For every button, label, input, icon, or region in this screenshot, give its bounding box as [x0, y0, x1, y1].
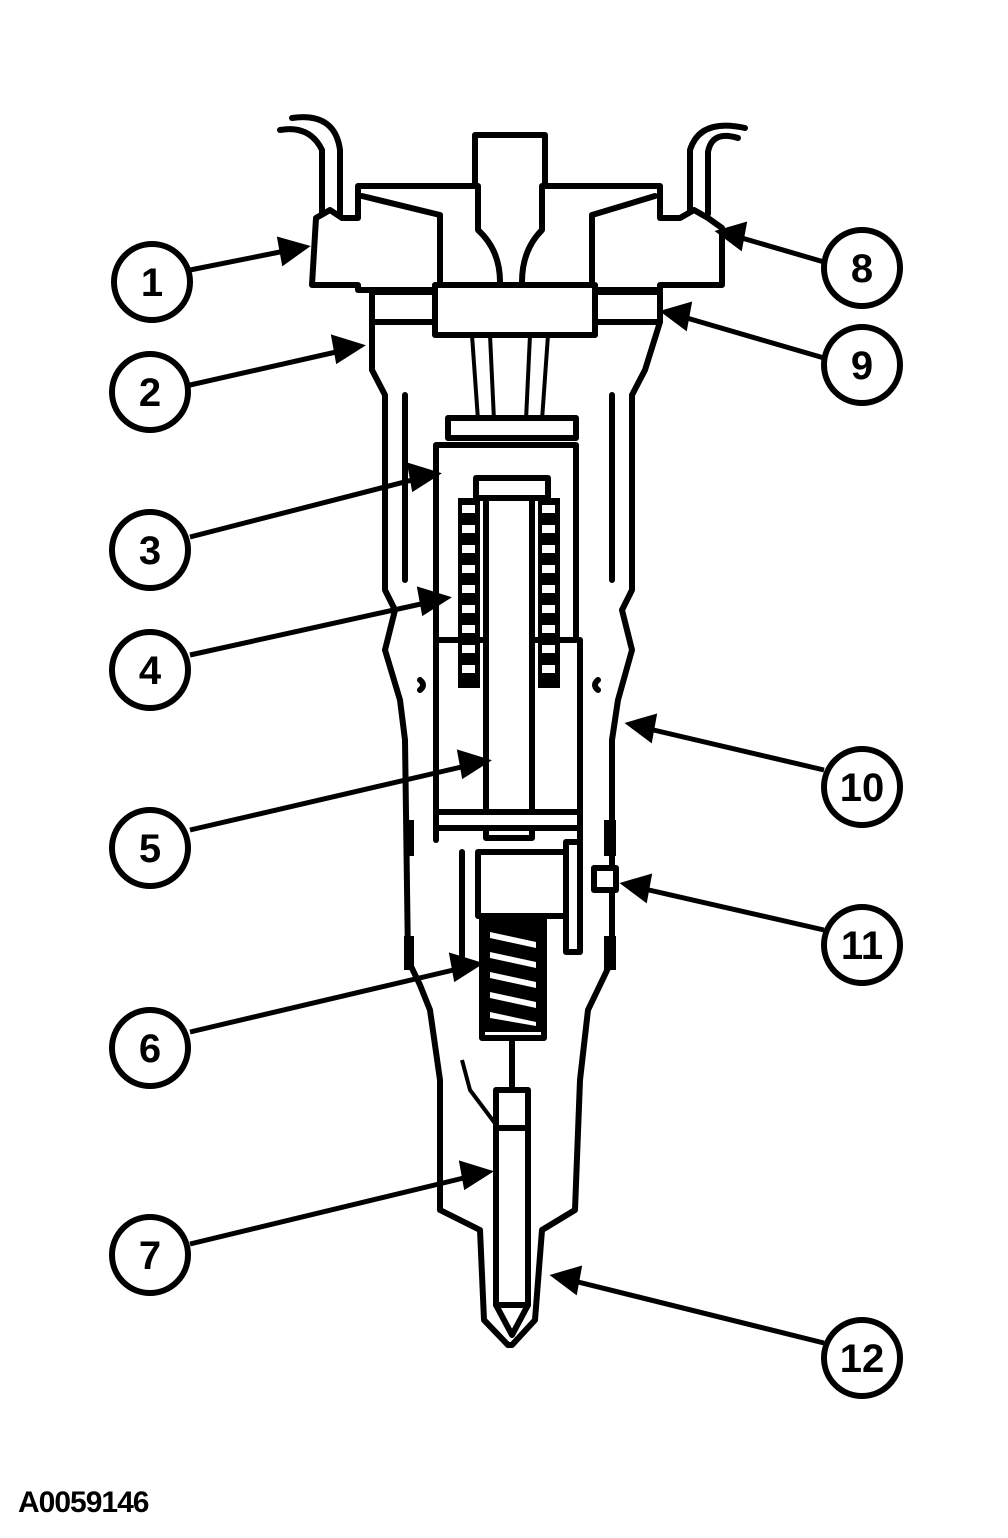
body-o-ring-right [604, 820, 616, 856]
svg-text:1: 1 [141, 261, 163, 305]
svg-text:12: 12 [840, 1337, 885, 1381]
callout-2: 2 [109, 351, 191, 433]
svg-text:9: 9 [851, 344, 873, 388]
body-o-ring-right-low [604, 936, 616, 970]
spring-coils [462, 505, 555, 673]
svg-text:7: 7 [139, 1234, 161, 1278]
left-lead-wire [277, 126, 325, 217]
cap-inner-right [589, 193, 658, 288]
arrow-1 [189, 236, 311, 273]
callout-5: 5 [109, 807, 191, 889]
callout-1: 1 [111, 241, 193, 323]
cap-inner-left [359, 193, 443, 288]
callout-10: 10 [821, 746, 903, 828]
svg-text:5: 5 [139, 827, 161, 871]
callout-4: 4 [109, 629, 191, 711]
body-o-ring-left [404, 820, 414, 856]
arrow-3 [189, 462, 442, 540]
body-o-ring-upper [417, 677, 601, 693]
nozzle-tip [493, 1302, 531, 1338]
arrow-10 [624, 713, 825, 773]
arrow-5 [189, 749, 492, 833]
right-lead-wire-inner [705, 132, 741, 217]
arrow-11 [619, 873, 825, 933]
callout-7: 7 [109, 1214, 191, 1296]
plunger-ring [433, 809, 583, 831]
svg-text:4: 4 [139, 649, 162, 693]
callout-9: 9 [821, 324, 903, 406]
leader-arrows [189, 221, 825, 1346]
svg-text:11: 11 [841, 924, 883, 968]
pin-side [563, 839, 583, 955]
check-valve-block [475, 849, 569, 919]
arrow-12 [549, 1265, 825, 1346]
right-lead-wire [687, 122, 748, 217]
svg-text:10: 10 [840, 766, 885, 810]
arrow-2 [189, 334, 366, 388]
arrow-8 [714, 221, 825, 265]
armature-center [432, 282, 598, 338]
plunger [483, 495, 535, 841]
svg-text:6: 6 [139, 1027, 161, 1071]
left-lead-wire-inner [289, 114, 343, 217]
callout-3: 3 [109, 509, 191, 591]
svg-text:2: 2 [139, 371, 161, 415]
callout-8: 8 [821, 227, 903, 309]
callout-11: 11 [821, 904, 903, 986]
fuel-inlet-port [591, 865, 619, 893]
body-o-ring-left-low [404, 936, 414, 970]
arrow-4 [189, 586, 452, 658]
injector-drawing [277, 114, 748, 1348]
arrow-6 [189, 952, 484, 1035]
callout-circles: 1 2 3 4 5 6 7 8 9 10 11 12 [109, 227, 903, 1399]
svg-text:8: 8 [851, 247, 873, 291]
poppet-valve [475, 183, 545, 285]
figure-id: A0059146 [18, 1486, 149, 1519]
fuel-passage [460, 1059, 502, 1132]
callout-6: 6 [109, 1007, 191, 1089]
intensifier-cavity [402, 392, 615, 583]
push-rods [470, 334, 550, 421]
solenoid-cap [309, 132, 725, 293]
callout-12: 12 [821, 1317, 903, 1399]
piston-head [445, 415, 579, 441]
nozzle-spring [484, 920, 542, 1032]
upper-body [369, 319, 663, 1348]
nozzle-needle [493, 1087, 531, 1308]
svg-text:3: 3 [139, 529, 161, 573]
arrow-9 [659, 301, 825, 361]
arrow-7 [189, 1160, 494, 1247]
